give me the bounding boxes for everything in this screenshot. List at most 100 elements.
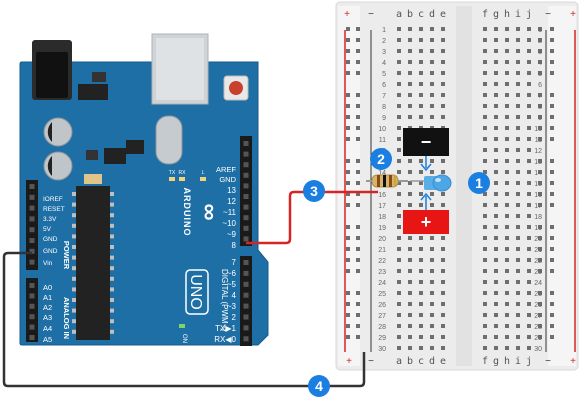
pin-11-label: ~11 [223,208,237,217]
pin-a4-label: A4 [43,324,52,333]
rail-hole [538,27,542,31]
row-number: 11 [379,137,386,144]
rail-hole [550,291,554,295]
rail-hole [550,192,554,196]
usb-chip [126,140,144,154]
breadboard-hole [430,258,434,262]
breadboard-hole [483,27,487,31]
rail-hole [356,269,360,273]
rail-plus-top-left: + [344,9,350,20]
rail-hole [550,159,554,163]
col-letter: g [493,9,499,20]
breadboard-hole [483,225,487,229]
breadboard-hole [483,258,487,262]
breadboard-hole [419,27,423,31]
header-pin [29,238,35,243]
rail-hole [346,71,350,75]
breadboard-hole [397,38,401,42]
breadboard-hole [494,225,498,229]
rail-hole [538,192,542,196]
chip-pin [110,308,114,313]
power-pin-labels: IOREF RESET 3.3V 5V GND GND Vin POWER [43,196,71,270]
row-number: 16 [378,192,386,199]
arduino-board: TX RX L ∞ ARDUINO UNO DIGITAL (PWM~) ON … [19,33,269,346]
digital-pin-labels: AREF GND 13 12 ~11 ~10 ~9 8 7 ~6 ~5 4 ~3… [214,165,236,344]
breadboard-hole [505,258,509,262]
callout-1-label: 1 [475,175,483,191]
rail-hole [346,302,350,306]
col-letter: j [526,356,532,367]
breadboard-hole [397,148,401,152]
chip-pin [110,245,114,249]
breadboard-hole [419,247,423,251]
breadboard-hole [441,258,445,262]
rail-hole [356,291,360,295]
rail-plus-bottom-right: + [570,356,576,367]
chip-pin [110,234,114,239]
breadboard-hole [397,115,401,119]
pin-8-label: 8 [232,241,237,250]
row-number: 1 [382,27,386,34]
breadboard-hole [505,313,509,317]
rail-hole [356,192,360,196]
row-number: 27 [378,313,386,320]
row-number: 20 [534,236,542,243]
breadboard-hole [441,236,445,240]
breadboard-hole [494,313,498,317]
rail-hole [550,269,554,273]
reset-button-cap[interactable] [229,81,243,95]
breadboard-hole [505,247,509,251]
breadboard-hole [483,82,487,86]
pin-a3-label: A3 [43,313,52,322]
breadboard-hole [430,192,434,196]
minus-arrowhead-icon [420,163,432,172]
rail-hole [356,247,360,251]
breadboard-hole [430,247,434,251]
breadboard-hole [494,104,498,108]
rail-hole [356,38,360,42]
breadboard-hole [408,324,412,328]
rail-hole [538,258,542,262]
breadboard-hole [494,137,498,141]
breadboard-hole [408,302,412,306]
rail-hole [550,126,554,130]
col-letter: c [418,9,424,20]
breadboard-hole [408,269,412,273]
breadboard-hole [397,126,401,130]
row-number: 2 [382,38,386,45]
row-number: 27 [534,313,542,320]
breadboard-hole [527,159,531,163]
rail-hole [346,335,350,339]
breadboard-hole [516,313,520,317]
breadboard-hole [397,214,401,218]
breadboard-hole [441,38,445,42]
breadboard-hole [516,335,520,339]
breadboard-hole [505,93,509,97]
breadboard-hole [430,82,434,86]
rail-hole [346,38,350,42]
breadboard-hole [483,137,487,141]
callout-4: 4 [308,375,330,397]
chip-pin [110,329,114,334]
breadboard-hole [397,335,401,339]
header-pin [29,184,35,189]
breadboard-hole [516,203,520,207]
header-pin [243,236,249,242]
chip-pin [110,266,114,271]
rail-hole [356,181,360,185]
rail-hole [356,159,360,163]
header-pin [243,194,249,199]
row-number: 30 [534,346,542,353]
row-number: 9 [538,115,542,122]
anode-indicator: + [403,192,449,234]
breadboard-hole [516,82,520,86]
breadboard-hole [430,324,434,328]
rail-hole [346,236,350,240]
breadboard-hole [527,291,531,295]
row-number: 21 [534,247,542,254]
breadboard-hole [408,247,412,251]
breadboard-hole [494,346,498,350]
breadboard-hole [516,38,520,42]
rail-hole [356,71,360,75]
breadboard-hole [430,236,434,240]
